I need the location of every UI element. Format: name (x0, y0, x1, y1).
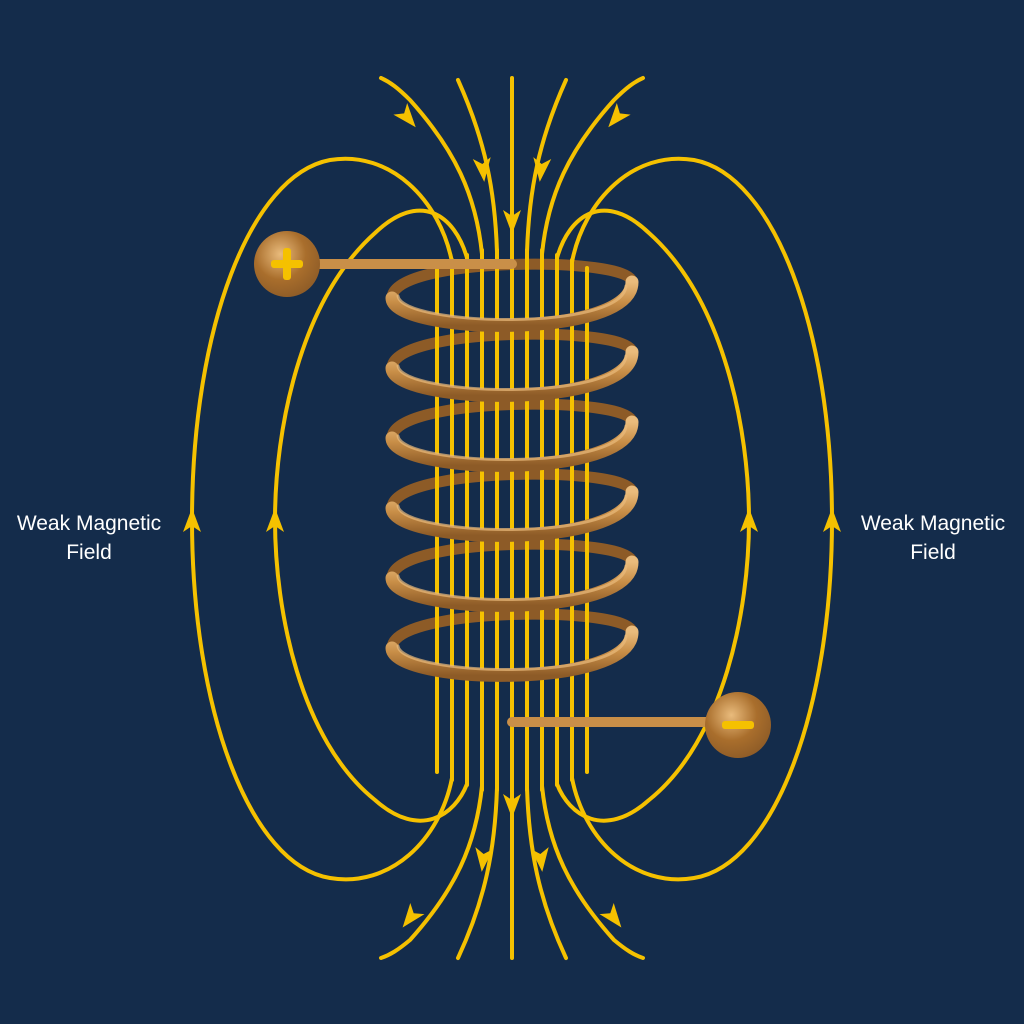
field-arrows (183, 103, 841, 928)
field-direction-arrow (503, 794, 521, 818)
field-direction-arrow (823, 508, 841, 532)
field-line-top (379, 76, 484, 256)
weak-field-label-left-line2: Field (66, 541, 112, 564)
field-direction-arrow (530, 847, 549, 872)
coil-turn-highlight (396, 424, 628, 461)
weak-field-label-right-line1: Weak Magnetic (860, 512, 1006, 535)
weak-field-label-left-line1: Weak Magnetic (16, 512, 162, 535)
field-line-bottom (525, 786, 568, 960)
coil-front (385, 275, 639, 682)
field-direction-arrow (740, 508, 758, 532)
field-direction-arrow (266, 508, 284, 532)
field-direction-arrow (472, 157, 491, 182)
field-direction-arrow (183, 508, 201, 532)
field-direction-arrow (503, 210, 521, 234)
coil-turn-highlight (396, 564, 628, 601)
coil-turn-highlight (396, 354, 628, 391)
lead-wires (295, 259, 731, 727)
coil-turn-front (385, 345, 639, 402)
field-line-bottom (379, 784, 484, 960)
weak-field-label-left: Weak Magnetic Field (0, 509, 184, 567)
coil-turn-front (385, 415, 639, 472)
coil-turn-front (385, 485, 639, 542)
field-direction-arrow (533, 157, 552, 182)
coil-turn-highlight (396, 634, 628, 671)
field-line-bottom (540, 784, 645, 960)
weak-field-label-right-line2: Field (910, 541, 956, 564)
weak-field-label-right: Weak Magnetic Field (838, 509, 1024, 567)
field-direction-arrow (599, 903, 622, 928)
field-direction-arrow (402, 903, 425, 928)
plus-icon (271, 248, 303, 280)
negative-terminal (705, 692, 771, 758)
coil-turn-front (385, 275, 639, 332)
field-direction-arrow (608, 103, 631, 128)
field-direction-arrow (475, 847, 494, 872)
coil-turn-highlight (396, 494, 628, 531)
coil-turn-highlight (396, 284, 628, 321)
minus-icon (722, 721, 754, 729)
field-direction-arrow (393, 103, 416, 128)
positive-terminal (254, 231, 320, 297)
field-line-bottom (456, 786, 499, 960)
field-line-top (540, 76, 645, 256)
coil-turn-front (385, 555, 639, 612)
coil-turn-front (385, 625, 639, 682)
